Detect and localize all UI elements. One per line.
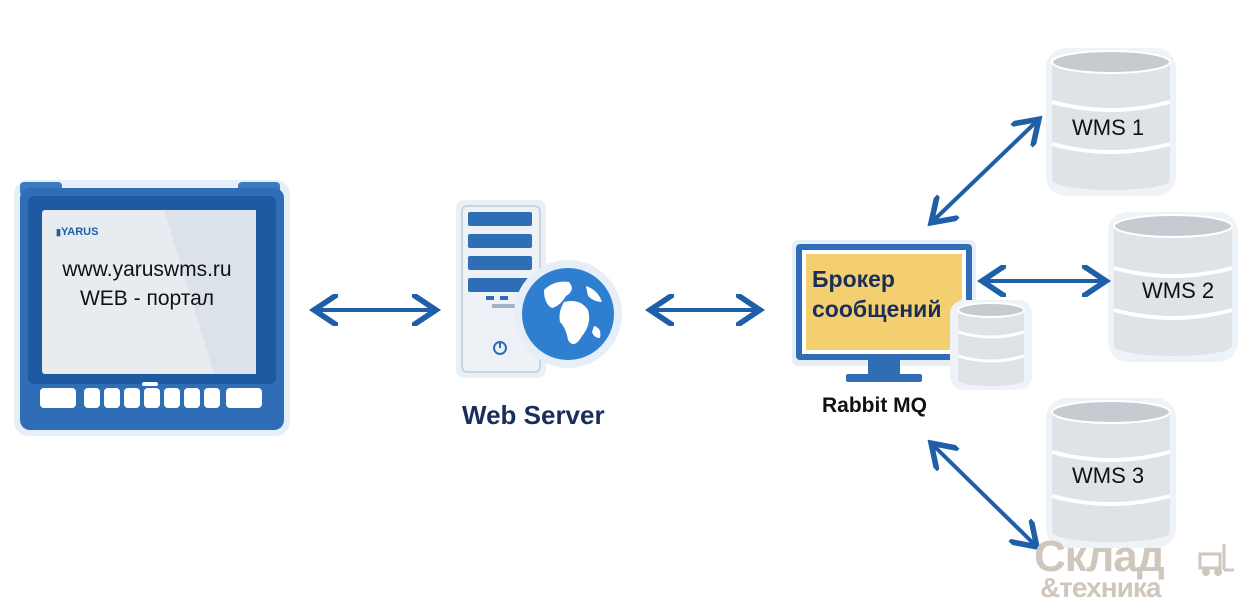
terminal-device xyxy=(14,180,290,436)
wms-1-label: WMS 1 xyxy=(1072,115,1145,140)
database-icon xyxy=(1108,212,1238,362)
database-icon xyxy=(1046,398,1176,548)
wms-database-3 xyxy=(1046,398,1176,548)
globe-icon xyxy=(514,260,622,368)
terminal-url: www.yaruswms.ru xyxy=(62,258,232,281)
wms-database-1 xyxy=(1046,48,1176,196)
terminal-brand-logo: ▮YARUS xyxy=(56,226,98,238)
broker-screen-line2: сообщений xyxy=(812,296,942,322)
watermark-line2: &техника xyxy=(1040,572,1161,603)
database-icon xyxy=(950,300,1032,390)
wms-3-label: WMS 3 xyxy=(1072,463,1145,488)
wms-2-label: WMS 2 xyxy=(1142,278,1215,303)
broker-screen-line1: Брокер xyxy=(812,266,895,292)
database-icon xyxy=(1046,48,1176,196)
forklift-icon xyxy=(1198,544,1234,576)
terminal-device-graphic xyxy=(14,180,290,436)
broker-label: Rabbit MQ xyxy=(822,394,927,417)
broker-database xyxy=(950,300,1032,390)
monitor-icon xyxy=(792,240,976,382)
wms-database-2 xyxy=(1108,212,1238,362)
message-broker xyxy=(792,240,1042,390)
web-server xyxy=(456,200,636,380)
terminal-portal-label: WEB - портал xyxy=(79,287,215,310)
terminal-brand: YARUS xyxy=(60,226,99,238)
signal-icon: ▮ xyxy=(56,227,61,237)
watermark-line1: Склад xyxy=(1034,532,1165,581)
arrow-broker-wms3 xyxy=(934,446,1034,544)
web-server-label: Web Server xyxy=(462,400,605,430)
arrow-broker-wms1 xyxy=(934,122,1036,220)
